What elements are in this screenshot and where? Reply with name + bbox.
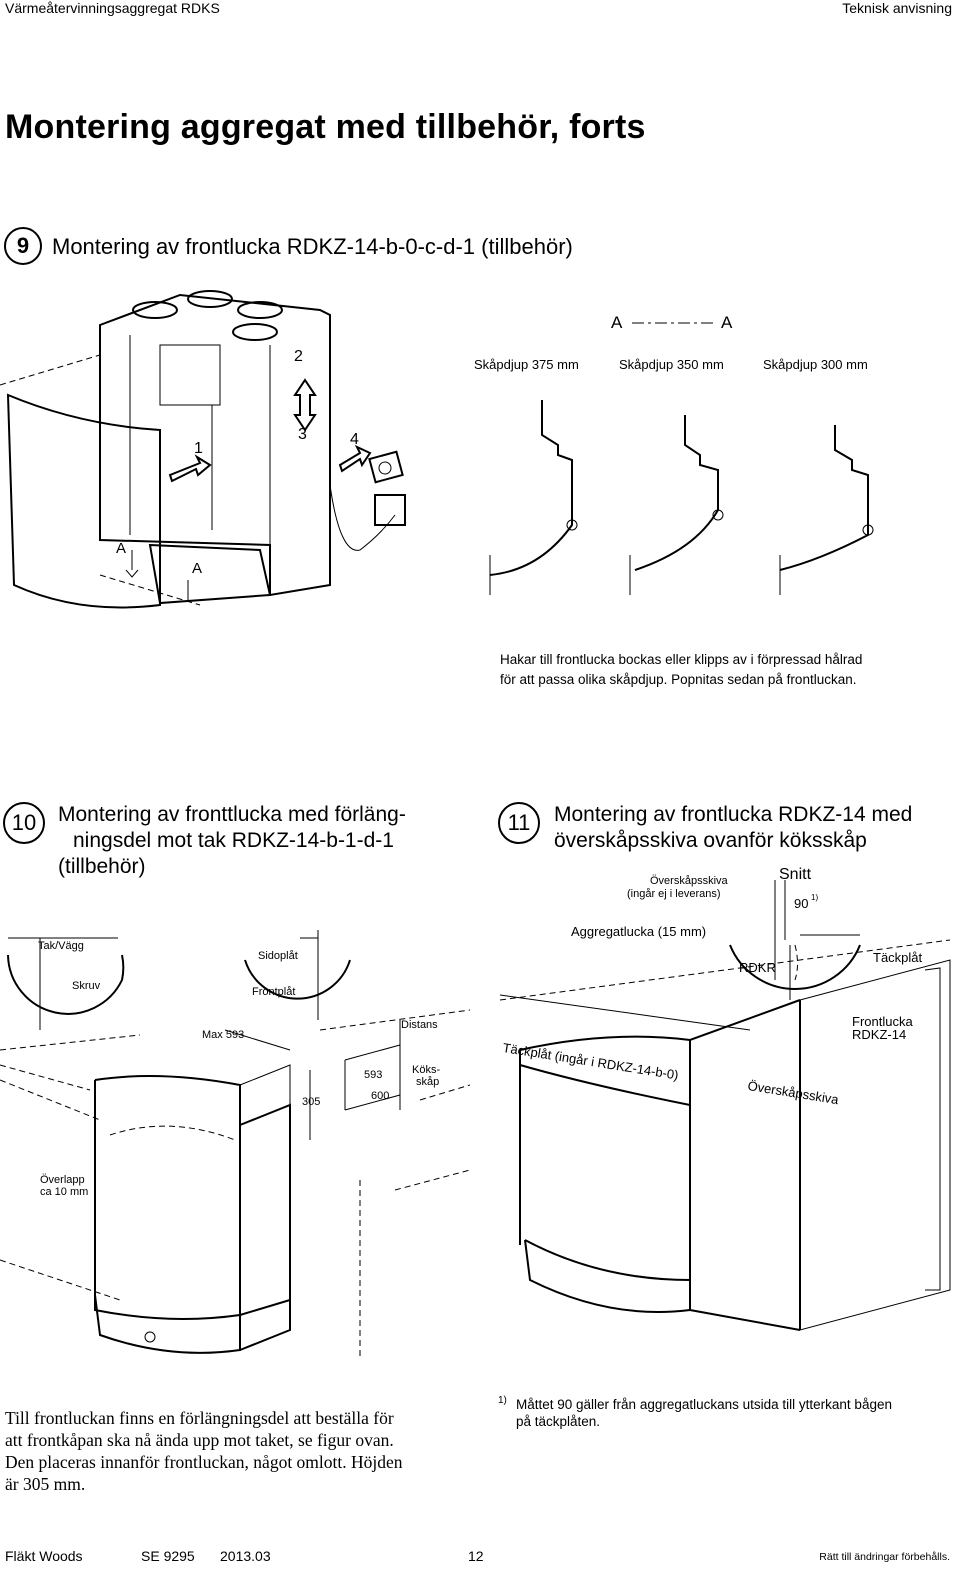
footnote-line1: Måttet 90 gäller från aggregatluckans ut…	[516, 1397, 892, 1412]
step11-number: 11	[498, 802, 540, 844]
depth-300: Skåpdjup 300 mm	[763, 357, 868, 372]
label-distans: Distans	[401, 1019, 438, 1031]
footer-company: Fläkt Woods	[5, 1548, 83, 1564]
footer-doc: SE 9295	[141, 1548, 195, 1564]
label-aggregatlucka: Aggregatlucka (15 mm)	[571, 924, 707, 939]
step9-unit-illustration	[0, 290, 406, 609]
label-sidoplat: Sidoplåt	[258, 950, 298, 962]
section-dash-line	[632, 322, 716, 324]
label-skruv: Skruv	[72, 980, 101, 992]
step10-number: 10	[3, 802, 45, 844]
footer-page: 12	[468, 1548, 484, 1564]
step11-title: Montering av frontlucka RDKZ-14 med över…	[554, 802, 912, 854]
label-koksskap-1: Köks-	[412, 1064, 441, 1076]
footnote-line2: på täckplåten.	[516, 1414, 601, 1429]
label-overskapsskiva-1: Överskåpsskiva	[650, 875, 728, 887]
label-tak-vagg: Tak/Vägg	[38, 940, 84, 952]
depth-375: Skåpdjup 375 mm	[474, 357, 579, 372]
label-overlapp-1: Överlapp	[40, 1174, 85, 1186]
footnote-mark: 1)	[498, 1395, 507, 1406]
hook-profiles-illustration	[489, 400, 874, 595]
step10-title-line2: ningsdel mot tak RDKZ-14-b-1-d-1	[73, 829, 394, 852]
step11-title-line2: överskåpsskiva ovanför köksskåp	[554, 829, 867, 852]
step9-caption-line2: för att passa olika skåpdjup. Popnitas s…	[500, 672, 857, 687]
section-mark-left: A	[116, 540, 127, 557]
step9-heading: 9	[4, 227, 42, 265]
footnote-text: Måttet 90 gäller från aggregatluckans ut…	[516, 1396, 892, 1430]
body-text-line1: Till frontluckan finns en förlängningsde…	[5, 1408, 394, 1428]
label-overlapp-2: ca 10 mm	[40, 1186, 89, 1198]
step10-illustration	[0, 930, 470, 1360]
header-left: Värmeåtervinningsaggregat RDKS	[5, 0, 220, 16]
step11-illustration	[499, 880, 951, 1331]
step10-title: Montering av fronttlucka med förläng- ni…	[58, 802, 406, 880]
step9-number: 9	[4, 227, 42, 265]
step11-heading: 11	[498, 802, 540, 844]
hook-profile-350	[629, 415, 724, 595]
label-rdkr: RDKR	[739, 960, 776, 975]
label-max-593: Max 593	[202, 1029, 245, 1041]
page-title: Montering aggregat med tillbehör, forts	[5, 108, 646, 146]
section-line-right: A	[721, 313, 733, 332]
header-right: Teknisk anvisning	[842, 0, 952, 16]
label-305: 305	[302, 1096, 321, 1108]
label-snitt: Snitt	[779, 866, 812, 883]
step9-title: Montering av frontlucka RDKZ-14-b-0-c-d-…	[52, 234, 573, 259]
body-text-line4: är 305 mm.	[5, 1474, 86, 1494]
body-text-line3: Den placeras innanför frontluckan, något…	[5, 1452, 403, 1472]
label-tackplat: Täckplåt	[873, 950, 923, 965]
arrow-label-2: 2	[294, 348, 303, 365]
label-593: 593	[364, 1069, 383, 1081]
label-600: 600	[371, 1090, 390, 1102]
label-90: 90	[794, 896, 809, 911]
body-text-line2: att frontkåpan ska nå ända upp mot taket…	[5, 1430, 394, 1450]
step11-title-line1: Montering av frontlucka RDKZ-14 med	[554, 803, 913, 826]
step10-title-line1: Montering av fronttlucka med förläng-	[58, 803, 406, 826]
label-koksskap-2: skåp	[416, 1076, 440, 1088]
step10-heading: 10	[3, 802, 45, 844]
step10-title-line3: (tillbehör)	[58, 855, 146, 878]
step9-caption-line1: Hakar till frontlucka bockas eller klipp…	[500, 652, 863, 667]
label-overskapsskiva-2: (ingår ej i leverans)	[627, 888, 721, 900]
section-mark-right: A	[192, 560, 203, 577]
body-text: Till frontluckan finns en förlängningsde…	[5, 1407, 403, 1495]
label-frontlucka-2: RDKZ-14	[852, 1027, 907, 1042]
arrow-label-3: 3	[298, 426, 307, 443]
footer-rights: Rätt till ändringar förbehålls.	[819, 1551, 950, 1563]
depth-350: Skåpdjup 350 mm	[619, 357, 724, 372]
arrow-label-1: 1	[194, 440, 203, 457]
footer-date: 2013.03	[220, 1548, 271, 1564]
label-frontplat: Frontplåt	[252, 986, 296, 998]
hook-profile-375	[489, 400, 578, 595]
hook-profile-300	[779, 425, 874, 595]
label-90-sup: 1)	[811, 893, 819, 902]
step9-caption: Hakar till frontlucka bockas eller klipp…	[500, 650, 862, 690]
arrow-label-4: 4	[350, 431, 359, 448]
label-frontlucka-1: Frontlucka	[852, 1014, 913, 1029]
section-line-left: A	[611, 313, 623, 332]
